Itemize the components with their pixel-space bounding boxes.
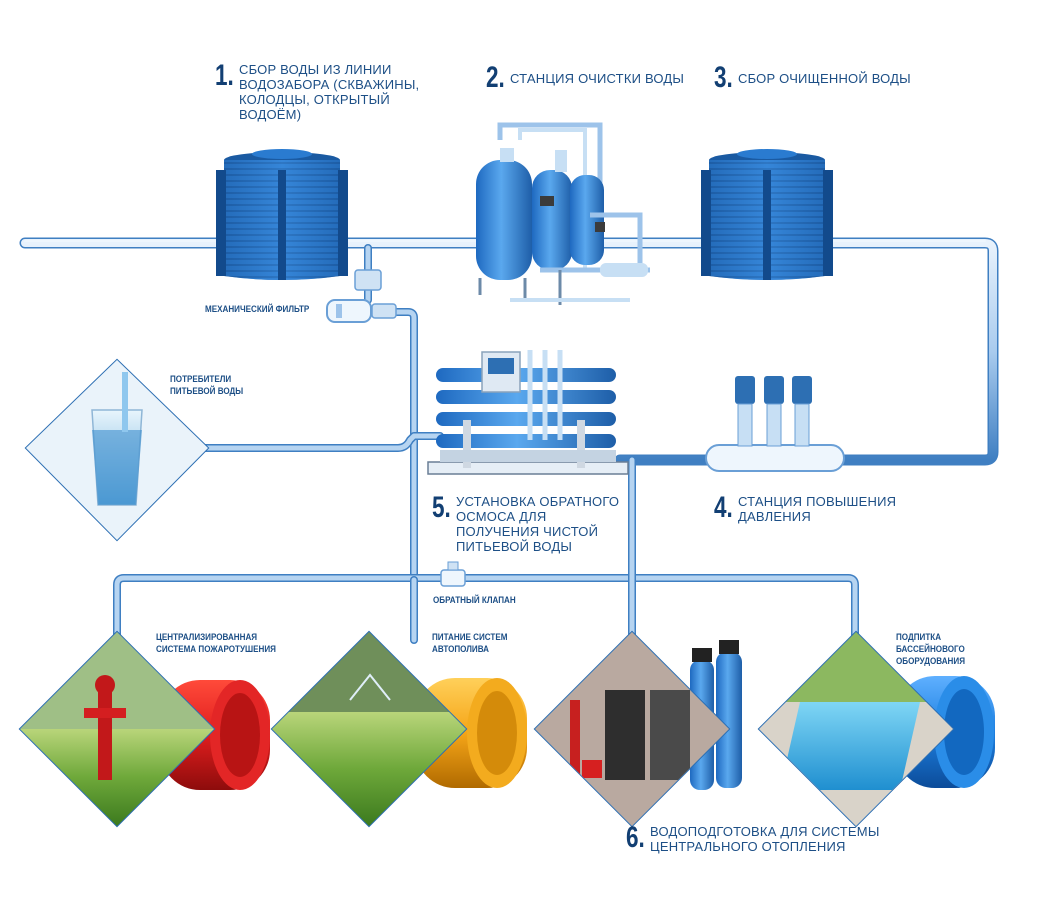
step-2-text: Станция очистки воды xyxy=(510,71,685,86)
step-2-label: 2. Станция очистки воды xyxy=(486,61,700,94)
mechanical-filter xyxy=(326,269,397,323)
step-3-number: 3. xyxy=(714,61,733,94)
step-5-text: Установка обратного осмоса для получения… xyxy=(456,494,620,554)
filtration-station xyxy=(476,122,650,305)
step-5-number: 5. xyxy=(432,491,451,524)
step-3-text: Сбор очищенной воды xyxy=(738,71,911,86)
fire-system-label: Централизированная система пожаротушения xyxy=(156,632,276,655)
step-2-number: 2. xyxy=(486,61,505,94)
mechanical-filter-label: Механический фильтр xyxy=(205,304,310,315)
branch-pipe-filter xyxy=(364,244,418,584)
reverse-osmosis-unit xyxy=(427,350,629,475)
step-6-text: Водоподготовка для системы центрального … xyxy=(650,824,880,854)
irrigation-diamond xyxy=(270,630,468,828)
irrigation-label: Питание систем автополива xyxy=(432,632,508,655)
step-4-text: Станция повышения давления xyxy=(738,494,897,524)
step-6-label: 6. Водоподготовка для системы центрально… xyxy=(626,821,880,855)
collection-tank-clean xyxy=(701,149,833,280)
step-4-number: 4. xyxy=(714,491,733,524)
step-1-text: Сбор воды из линии водозабора (скважины,… xyxy=(239,62,420,122)
booster-pump-station xyxy=(705,376,845,472)
step-3-label: 3. Сбор очищенной воды xyxy=(714,61,928,94)
step-1-number: 1. xyxy=(215,59,234,92)
pipe-network xyxy=(19,237,999,644)
pool-supply-label: Подпитка бассейнового оборудования xyxy=(896,632,965,667)
check-valve-label: Обратный клапан xyxy=(433,595,516,606)
fire-system-diamond xyxy=(18,630,216,828)
step-4-label: 4. Станция повышения давления xyxy=(714,491,908,525)
collection-tank-raw xyxy=(216,149,348,280)
step-5-label: 5. Установка обратного осмоса для получе… xyxy=(432,491,631,555)
check-valve xyxy=(440,561,466,587)
distribution-pipe xyxy=(113,574,859,644)
step-6-number: 6. xyxy=(626,821,645,854)
drinking-consumers-label: Потребители питьевой воды xyxy=(170,374,244,397)
step-1-label: 1. Сбор воды из линии водозабора (скважи… xyxy=(215,59,449,123)
